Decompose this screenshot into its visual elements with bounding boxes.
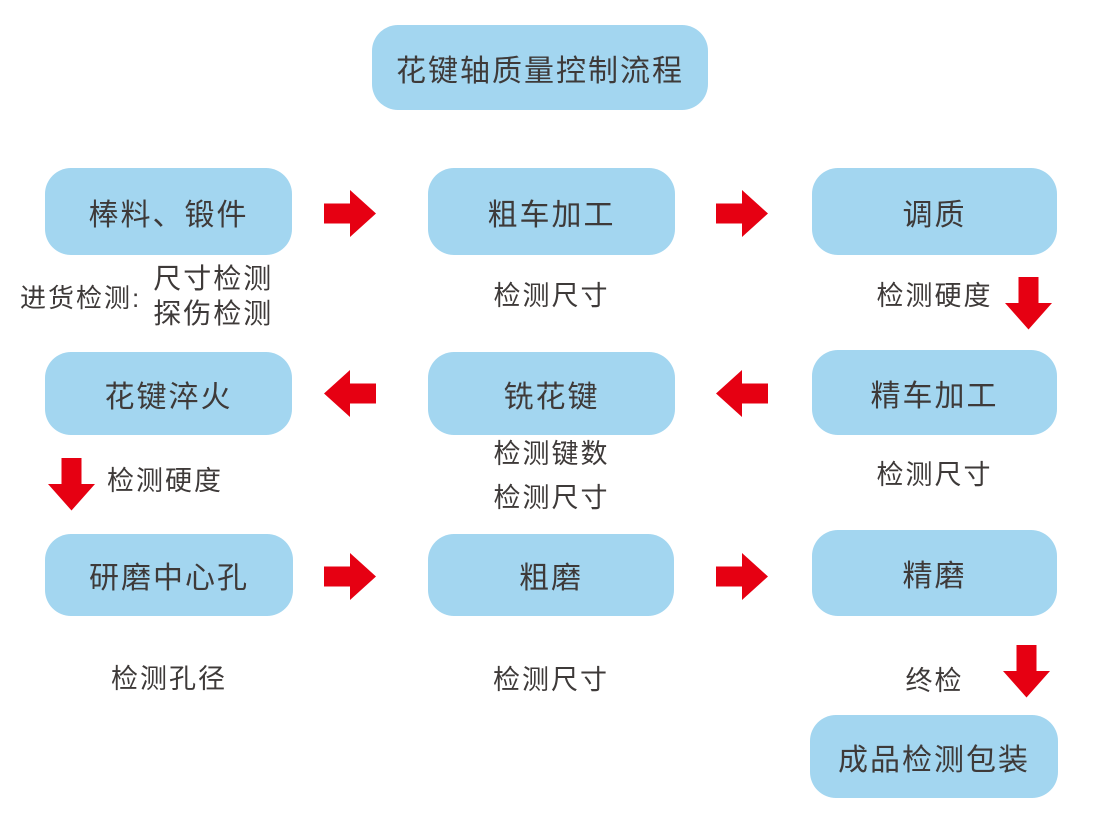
caption-check-size-rough-grinding: 检测尺寸	[493, 665, 609, 695]
arrow-down-icon	[1003, 645, 1050, 698]
node-finish-grinding: 精磨	[812, 530, 1057, 616]
node-raw-material: 棒料、锻件	[45, 168, 292, 255]
node-spline-milling: 铣花键	[428, 352, 675, 435]
caption-check-hole-diameter: 检测孔径	[111, 664, 227, 694]
caption-check-size-rough-turning: 检测尺寸	[493, 281, 610, 311]
arrow-left-icon	[716, 370, 768, 417]
node-quench-temper: 调质	[812, 168, 1057, 255]
node-finish-turning: 精车加工	[812, 350, 1057, 435]
caption-final-check: 终检	[905, 666, 964, 696]
node-final-inspect-pack: 成品检测包装	[810, 715, 1058, 798]
arrow-left-icon	[324, 370, 376, 417]
caption-check-key-count: 检测键数	[493, 439, 610, 469]
caption-check-hardness-spline-quenching: 检测硬度	[107, 466, 223, 496]
node-spline-quenching: 花键淬火	[45, 352, 292, 435]
caption-check-size-spline-milling: 检测尺寸	[493, 483, 610, 513]
caption-check-spline-milling: 检测键数 检测尺寸	[428, 432, 675, 520]
incoming-inspection-prefix: 进货检测:	[20, 282, 142, 313]
caption-check-hardness-quench-temper: 检测硬度	[876, 281, 993, 311]
incoming-inspection-items: 尺寸检测 探伤检测	[153, 261, 273, 331]
arrow-right-icon	[716, 190, 768, 237]
node-center-hole-lapping: 研磨中心孔	[45, 534, 293, 616]
arrow-right-icon	[716, 553, 768, 600]
node-rough-grinding: 粗磨	[428, 534, 674, 616]
flow-title: 花键轴质量控制流程	[372, 25, 708, 110]
incoming-inspection-label: 进货检测: 尺寸检测 探伤检测	[20, 261, 273, 331]
caption-check-hardness-spline-quenching-group: 检测硬度	[48, 458, 223, 511]
arrow-right-icon	[324, 553, 376, 600]
incoming-item-flaw: 探伤检测	[153, 298, 274, 329]
arrow-down-icon	[1005, 277, 1052, 330]
arrow-right-icon	[324, 190, 376, 237]
arrow-down-icon	[48, 458, 95, 511]
incoming-item-dimension: 尺寸检测	[153, 263, 274, 294]
caption-check-size-finish-turning: 检测尺寸	[876, 460, 993, 490]
node-rough-turning: 粗车加工	[428, 168, 675, 255]
